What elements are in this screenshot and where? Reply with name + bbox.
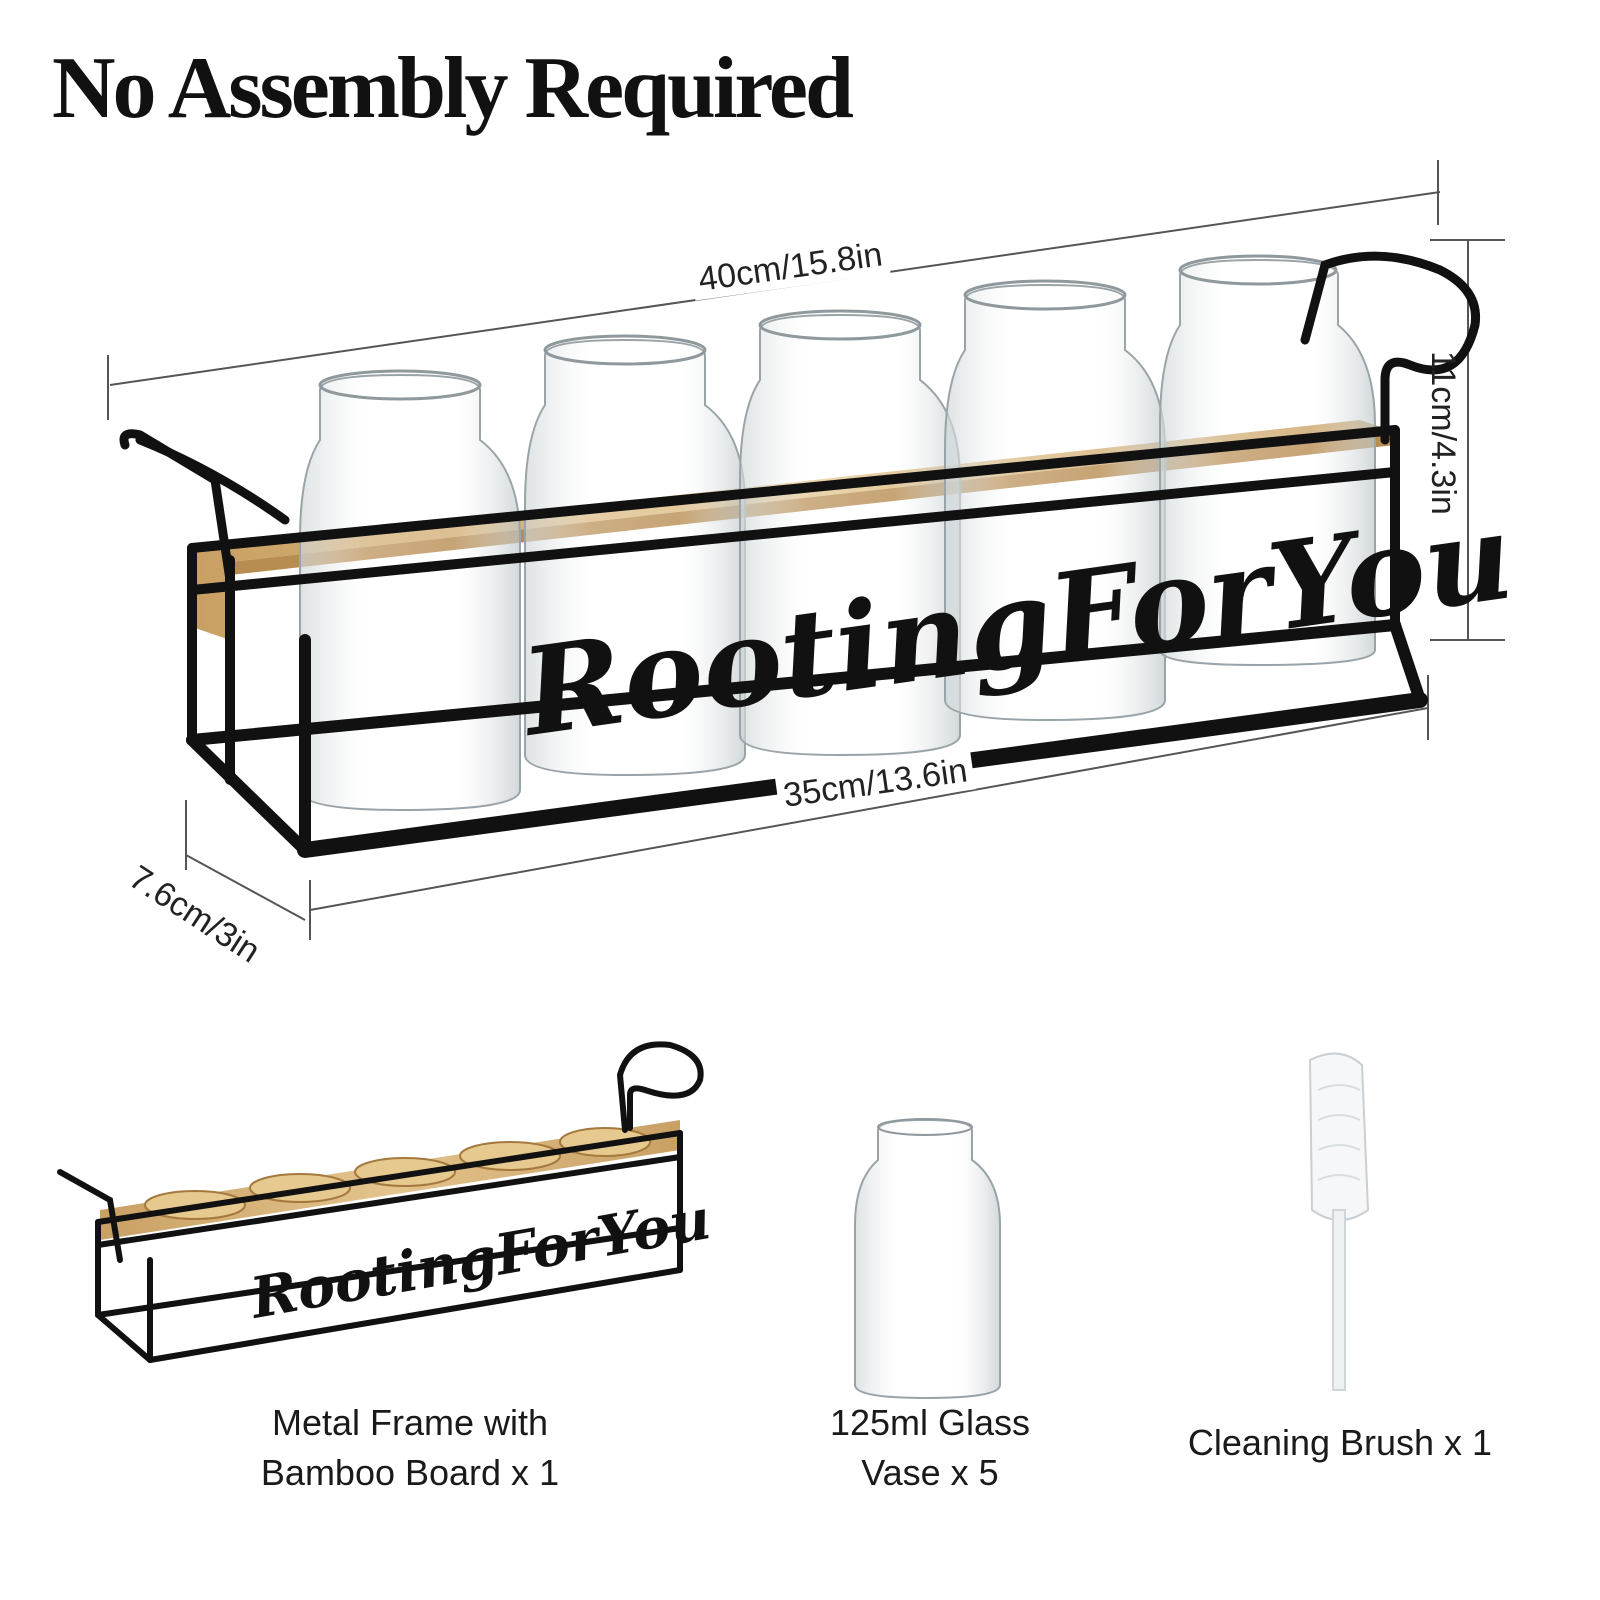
cleaning-brush <box>1308 1052 1370 1391</box>
glass-vases-main <box>299 254 1376 812</box>
caption-cleaning-brush: Cleaning Brush x 1 <box>1150 1418 1530 1468</box>
glass-vase <box>1159 254 1376 667</box>
dimension-height: 11cm/4.3in <box>1424 351 1462 515</box>
caption-metal-frame: Metal Frame with Bamboo Board x 1 <box>230 1398 590 1498</box>
page-title: No Assembly Required <box>52 40 854 137</box>
caption-line: Cleaning Brush x 1 <box>1187 1422 1493 1463</box>
glass-vase <box>299 369 521 812</box>
left-handle <box>119 429 235 585</box>
engraving-text-small: RootingForYou <box>244 1186 715 1332</box>
depth-line <box>185 854 306 921</box>
dimension-lines <box>107 160 1505 940</box>
left-handle-arm <box>135 435 290 525</box>
caption-line: Metal Frame with <box>271 1402 549 1443</box>
right-handle <box>1300 251 1481 445</box>
glass-vase <box>524 334 746 777</box>
metal-frame-small: RootingForYou <box>57 1041 715 1363</box>
bottom-length-line <box>309 707 1429 911</box>
single-glass-vase <box>854 1118 1001 1400</box>
caption-line: Vase x 5 <box>861 1452 999 1493</box>
caption-line: Bamboo Board x 1 <box>260 1452 560 1493</box>
glass-vase <box>739 309 961 757</box>
caption-glass-vase: 125ml Glass Vase x 5 <box>790 1398 1070 1498</box>
caption-line: 125ml Glass <box>829 1402 1031 1443</box>
